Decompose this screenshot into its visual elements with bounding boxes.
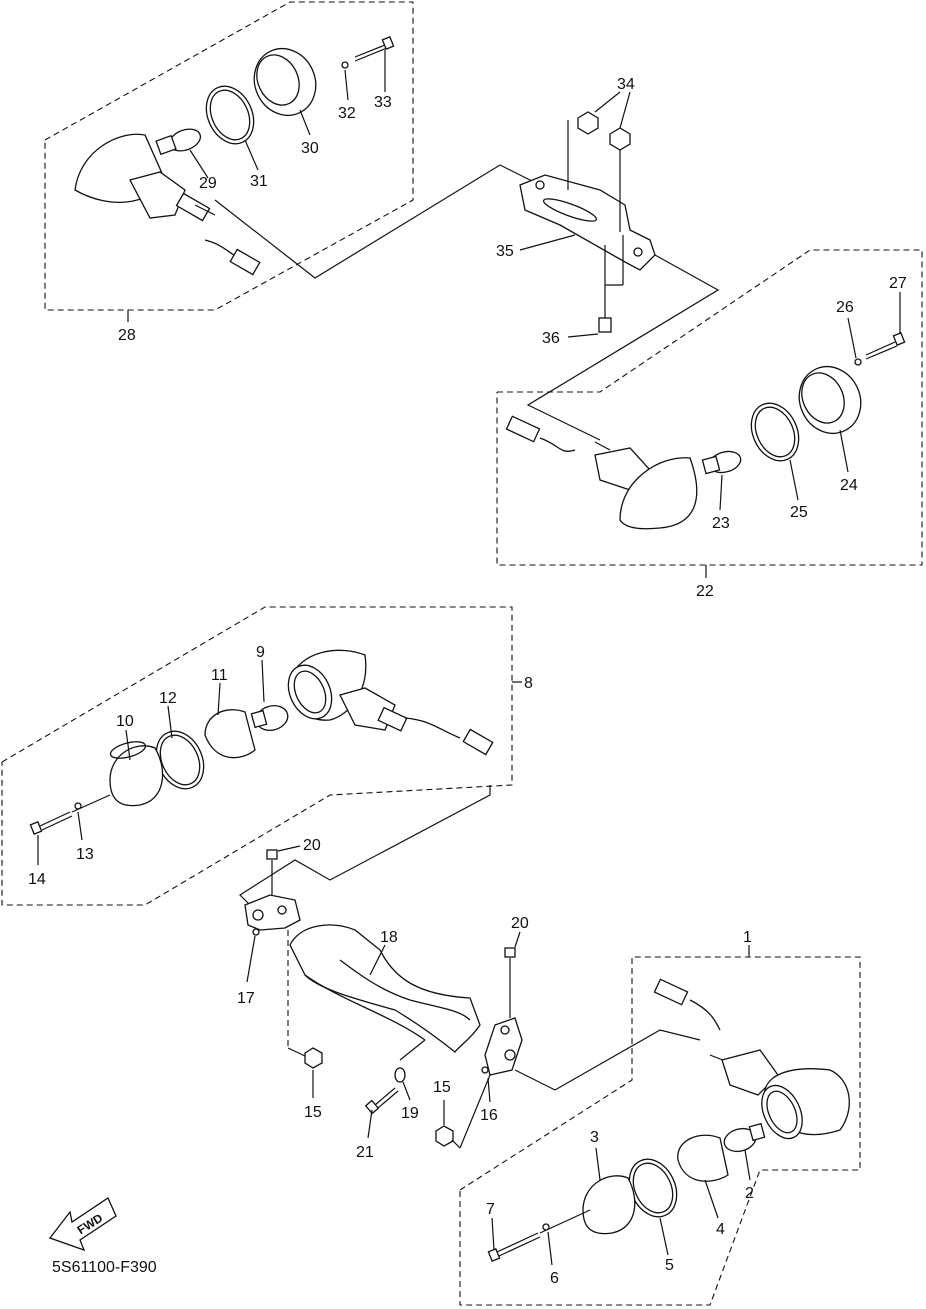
- callout-7: 7: [486, 1201, 495, 1218]
- callout-26: 26: [836, 299, 854, 316]
- callout-34: 34: [617, 76, 635, 93]
- callout-21: 21: [356, 1144, 374, 1161]
- wire-route-22: [526, 254, 720, 441]
- callout-20a: 20: [303, 837, 321, 854]
- callout-labels: 1 2 3 4 5 6 7 8 9 10 11 12 13 14 15 15 1…: [28, 76, 907, 1287]
- front-bracket-18: [244, 845, 523, 1149]
- assembly-group-1: [459, 945, 861, 1306]
- callout-1: 1: [743, 929, 752, 946]
- callout-11: 11: [211, 667, 228, 684]
- callout-19: 19: [401, 1105, 419, 1122]
- callout-35: 35: [496, 243, 514, 260]
- diagram-code: 5S61100-F390: [52, 1259, 157, 1276]
- callout-30: 30: [301, 140, 319, 157]
- callout-33: 33: [374, 94, 392, 111]
- assembly-group-8: [1, 606, 522, 906]
- callout-14: 14: [28, 871, 46, 888]
- callout-3: 3: [590, 1129, 599, 1146]
- callout-20b: 20: [511, 915, 529, 932]
- callout-25: 25: [790, 504, 808, 521]
- assembly-group-28: [44, 1, 414, 322]
- callout-15b: 15: [433, 1079, 451, 1096]
- callout-5: 5: [665, 1257, 674, 1274]
- callout-29: 29: [199, 175, 217, 192]
- rear-bracket-35: [519, 91, 656, 338]
- wire-route-8: [239, 785, 491, 911]
- wire-route-1: [514, 1029, 701, 1091]
- callout-23: 23: [712, 515, 730, 532]
- callout-36: 36: [542, 330, 560, 347]
- callout-8: 8: [524, 675, 533, 692]
- callout-27: 27: [889, 275, 907, 292]
- callout-12: 12: [159, 690, 177, 707]
- callout-32: 32: [338, 105, 356, 122]
- callout-13: 13: [76, 846, 94, 863]
- callout-17: 17: [237, 990, 255, 1007]
- callout-18: 18: [380, 929, 398, 946]
- callout-31: 31: [250, 173, 268, 190]
- callout-22: 22: [696, 583, 714, 600]
- callout-15a: 15: [304, 1104, 322, 1121]
- callout-24: 24: [840, 477, 858, 494]
- assembly-group-22: [496, 249, 923, 578]
- callout-2: 2: [745, 1185, 754, 1202]
- callout-10: 10: [116, 713, 134, 730]
- callout-6: 6: [550, 1270, 559, 1287]
- callout-16: 16: [480, 1107, 498, 1124]
- forward-arrow-icon: FWD: [48, 1197, 117, 1252]
- callout-28: 28: [118, 327, 136, 344]
- wire-route-28: [214, 164, 541, 279]
- callout-9: 9: [256, 644, 265, 661]
- callout-4: 4: [716, 1221, 725, 1238]
